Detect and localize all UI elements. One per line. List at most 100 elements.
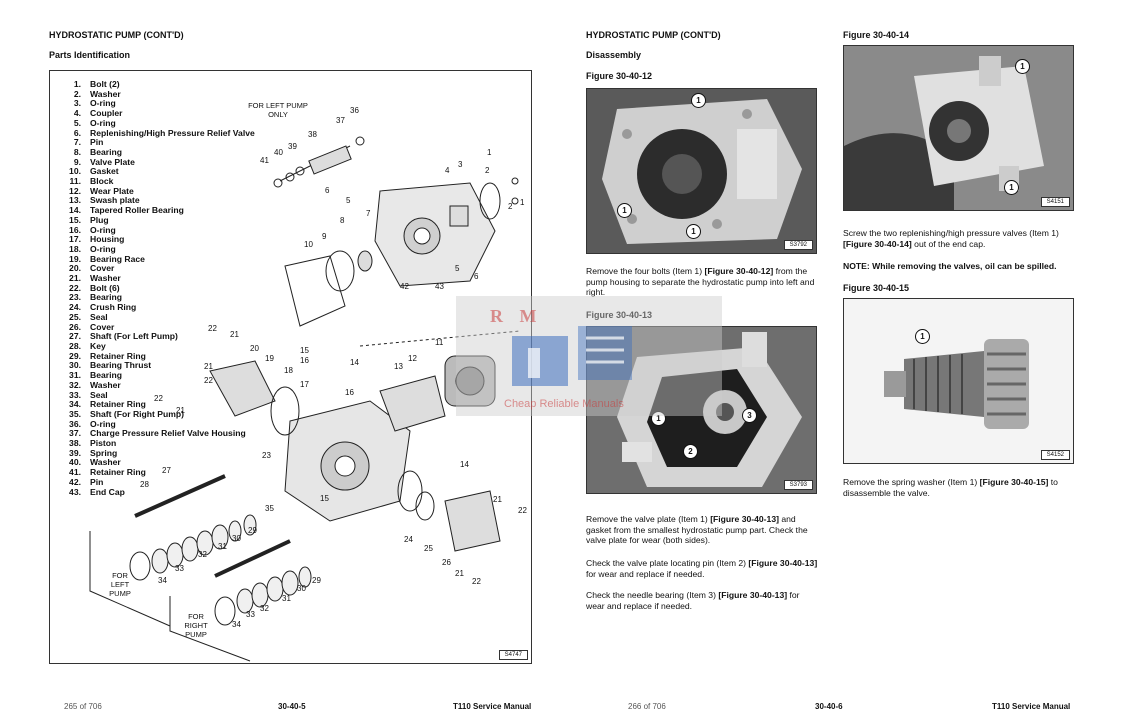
parts-list-item: 41.Retainer Ring xyxy=(58,467,255,478)
parts-list-item: 12.Wear Plate xyxy=(58,185,255,197)
part-name: Seal xyxy=(90,311,108,322)
figure-reference: [Figure 30-40-15] xyxy=(979,477,1049,487)
part-number: 30. xyxy=(69,360,81,371)
parts-list-item: 19.Bearing Race xyxy=(58,254,255,265)
svg-text:22: 22 xyxy=(154,394,163,403)
callout-2: 2 xyxy=(683,444,698,459)
svg-text:29: 29 xyxy=(248,526,257,535)
parts-list-item: 42.Pin xyxy=(58,477,255,488)
part-name: Seal xyxy=(90,389,108,400)
part-name: O-ring xyxy=(90,98,116,109)
part-name: Pin xyxy=(90,137,104,148)
part-number: 15. xyxy=(69,214,81,225)
svg-text:16: 16 xyxy=(345,388,354,397)
part-name: O-ring xyxy=(90,243,116,254)
svg-text:21: 21 xyxy=(493,495,502,504)
figure-code: S3793 xyxy=(783,480,813,490)
svg-text:38: 38 xyxy=(308,130,317,139)
text: for wear and replace if needed. xyxy=(586,590,800,611)
svg-text:16: 16 xyxy=(300,356,309,365)
svg-text:6: 6 xyxy=(325,186,330,195)
figure-code: S4152 xyxy=(1040,450,1070,460)
parts-list-item: 35.Shaft (For Right Pump) xyxy=(58,409,255,420)
part-number: 1. xyxy=(73,79,81,89)
svg-text:10: 10 xyxy=(304,240,313,249)
part-number: 32. xyxy=(69,379,81,390)
parts-list-item: 26.Cover xyxy=(58,321,255,333)
part-name: Bearing xyxy=(90,370,122,381)
callout-1: 1 xyxy=(651,411,666,426)
part-number: 2. xyxy=(73,88,81,99)
svg-text:39: 39 xyxy=(288,142,297,151)
watermark: R M Cheap Reliable Manuals xyxy=(456,296,722,416)
part-number: 23. xyxy=(69,292,81,303)
part-name: Valve Plate xyxy=(90,156,135,167)
svg-text:21: 21 xyxy=(230,330,239,339)
part-name: Spring xyxy=(90,447,118,458)
svg-text:28: 28 xyxy=(140,480,149,489)
svg-text:22: 22 xyxy=(204,376,213,385)
part-name: Key xyxy=(90,340,106,351)
part-number: 7. xyxy=(73,137,81,148)
text: Check the needle bearing (Item 3) xyxy=(586,590,719,600)
figure-reference: [Figure 30-40-13] xyxy=(718,590,788,600)
paragraph-check-locating-pin: Check the valve plate locating pin (Item… xyxy=(586,558,818,579)
text: Remove the four bolts (Item 1) xyxy=(586,266,705,276)
parts-list-item: 39.Spring xyxy=(58,447,255,459)
svg-text:18: 18 xyxy=(284,366,293,375)
svg-text:40: 40 xyxy=(274,148,283,157)
svg-text:1: 1 xyxy=(520,198,525,207)
part-name: Bearing Thrust xyxy=(90,360,152,371)
part-number: 10. xyxy=(69,166,81,177)
left-footer-page: 265 of 706 xyxy=(64,702,102,711)
text: to disassemble the valve. xyxy=(843,477,1058,498)
part-name: Swash plate xyxy=(90,195,140,206)
svg-text:12: 12 xyxy=(408,354,417,363)
part-number: 4. xyxy=(73,108,81,119)
svg-text:8: 8 xyxy=(340,216,345,225)
figure-30-40-13-photo: 1 2 3 S3793 xyxy=(586,326,817,494)
svg-text:19: 19 xyxy=(265,354,274,363)
part-name: Block xyxy=(90,176,114,187)
svg-text:21: 21 xyxy=(204,362,213,371)
parts-identification-subheading: Parts Identification xyxy=(49,50,131,60)
svg-text:7: 7 xyxy=(366,209,371,218)
part-number: 21. xyxy=(69,273,81,284)
part-name: Plug xyxy=(90,214,109,225)
parts-list-item: 13.Swash plate xyxy=(58,196,255,206)
svg-text:24: 24 xyxy=(404,535,413,544)
parts-list-item: 27.Shaft (For Left Pump) xyxy=(58,332,255,342)
figure-30-40-13-title: Figure 30-40-13 xyxy=(586,310,653,320)
part-number: 36. xyxy=(69,418,81,429)
part-name: Bearing xyxy=(90,292,122,303)
svg-text:33: 33 xyxy=(246,610,255,619)
figure-reference: [Figure 30-40-13] xyxy=(748,558,818,568)
for-left-pump-label: FOR LEFT PUMP xyxy=(109,571,131,598)
watermark-tagline: Cheap Reliable Manuals xyxy=(504,398,624,410)
parts-list-item: 10.Gasket xyxy=(58,167,255,177)
left-footer-title: T110 Service Manual xyxy=(453,702,532,711)
svg-text:25: 25 xyxy=(424,544,433,553)
parts-list-item: 6.Replenishing/High Pressure Relief Valv… xyxy=(58,127,255,139)
figure-30-40-14-photo: 1 1 S4151 xyxy=(843,45,1074,211)
part-number: 25. xyxy=(69,311,81,322)
note-oil-spill: NOTE: While removing the valves, oil can… xyxy=(843,261,1057,271)
right-footer-page: 266 of 706 xyxy=(628,702,666,711)
figure-30-40-14-title: Figure 30-40-14 xyxy=(843,30,910,40)
text: and gasket from the smallest hydrostatic… xyxy=(586,514,808,546)
watermark-logo-icon xyxy=(512,326,632,386)
middle-heading: HYDROSTATIC PUMP (CONT'D) xyxy=(586,30,721,40)
parts-list-item: 24.Crush Ring xyxy=(58,302,255,313)
figure-reference: [Figure 30-40-14] xyxy=(843,238,912,249)
part-number: 26. xyxy=(69,321,81,332)
part-name: Wear Plate xyxy=(90,185,134,196)
part-number: 6. xyxy=(73,127,81,138)
svg-text:34: 34 xyxy=(232,620,241,629)
parts-list-item: 43.End Cap xyxy=(58,487,255,498)
svg-text:5: 5 xyxy=(346,196,351,205)
parts-list-item: 40.Washer xyxy=(58,458,255,468)
part-number: 8. xyxy=(73,146,81,157)
svg-text:13: 13 xyxy=(394,362,403,371)
